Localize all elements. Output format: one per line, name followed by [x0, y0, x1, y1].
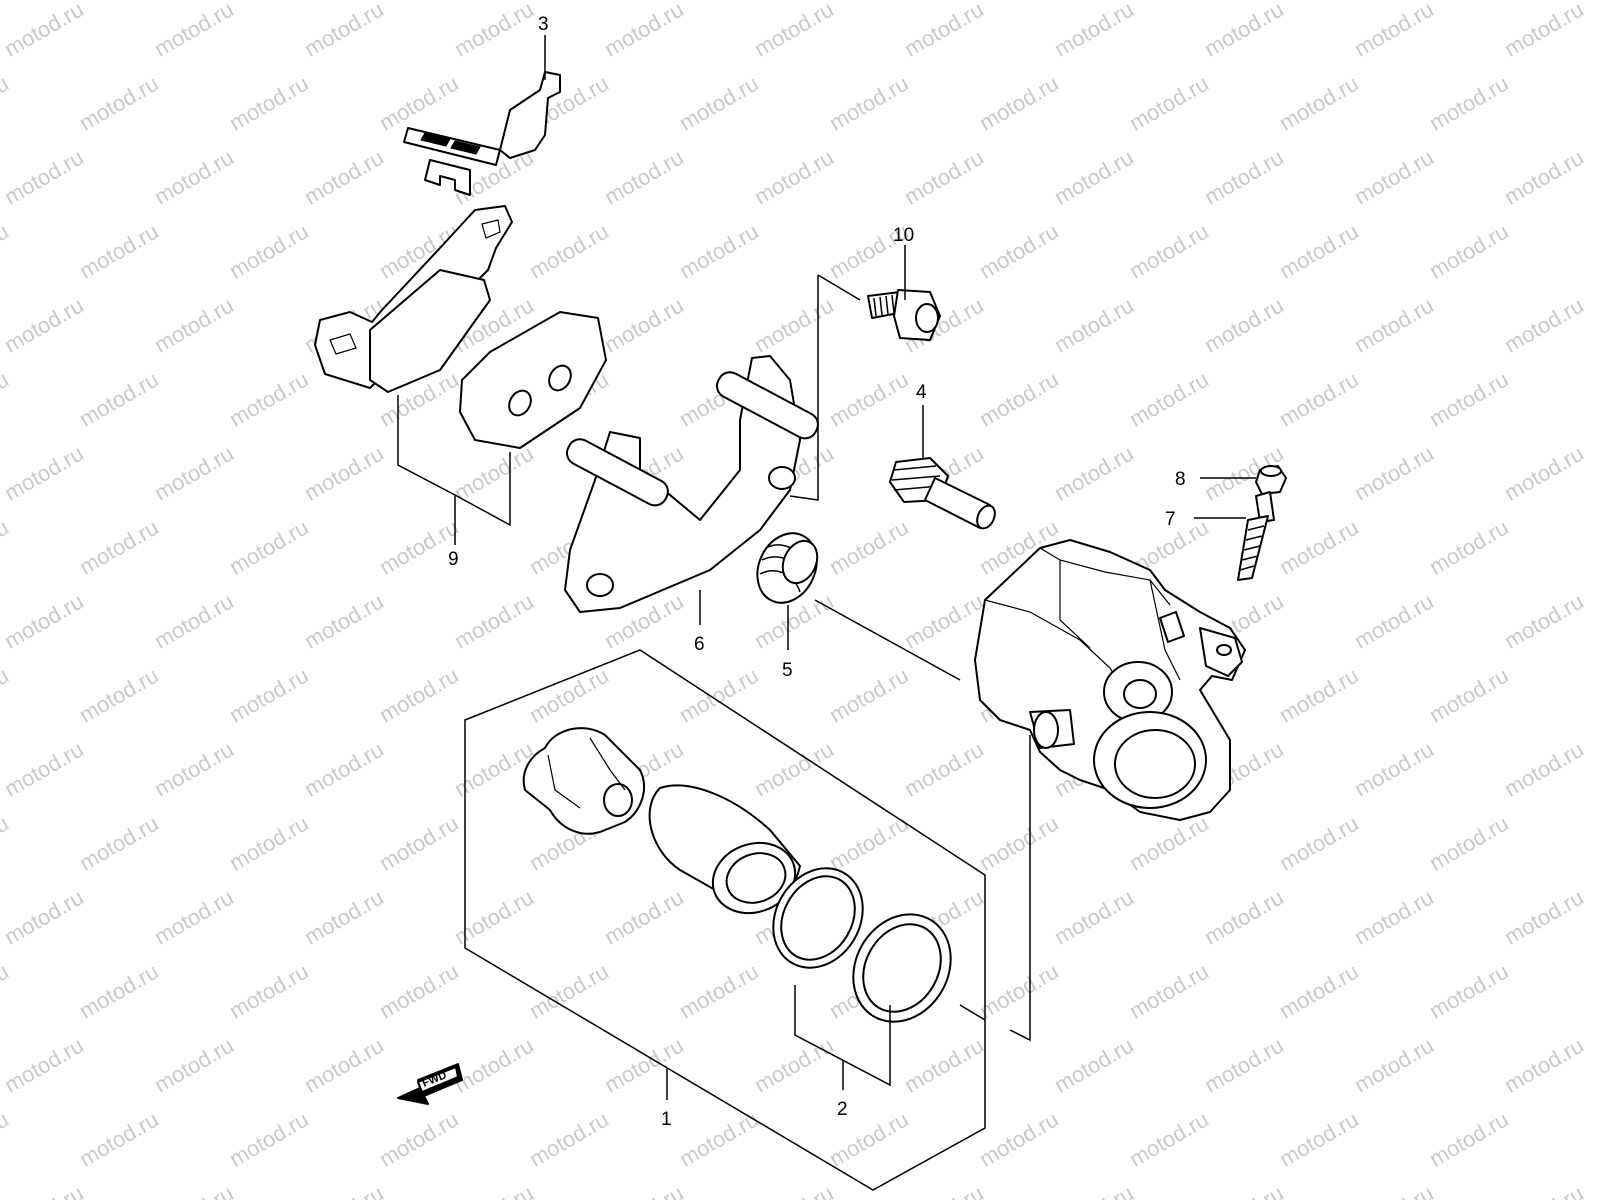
callout-labels: 3 10 4 8 7 9 6 5 2 1 — [448, 14, 1186, 1130]
bleeder-valve — [1237, 491, 1275, 581]
brake-pad-outer — [314, 205, 513, 393]
callout-3: 3 — [538, 14, 549, 35]
callout-10: 10 — [893, 225, 914, 246]
piston-seal — [772, 867, 864, 969]
mounting-bolt — [867, 289, 941, 341]
callout-4: 4 — [916, 382, 927, 403]
callout-1: 1 — [661, 1109, 672, 1130]
callout-6: 6 — [694, 634, 705, 655]
callout-2: 2 — [837, 1099, 848, 1120]
piston — [648, 784, 801, 915]
pin-boot — [756, 532, 819, 604]
callout-7: 7 — [1165, 509, 1176, 530]
fwd-arrow-icon: FWD — [397, 1063, 463, 1105]
dust-seal — [852, 913, 952, 1023]
caliper-body — [974, 539, 1246, 821]
bleeder-cap — [1255, 465, 1287, 495]
pad-spring-clip — [403, 71, 561, 196]
brake-pad-inner — [459, 311, 607, 449]
callout-9: 9 — [448, 549, 459, 570]
callout-8: 8 — [1175, 469, 1186, 490]
callout-5: 5 — [782, 660, 793, 681]
slide-pin — [889, 457, 996, 530]
caliper-bracket — [564, 355, 819, 613]
leader-lines — [397, 35, 1256, 1100]
piston-insulator — [522, 727, 645, 835]
assembly-outline-1 — [464, 649, 986, 1191]
